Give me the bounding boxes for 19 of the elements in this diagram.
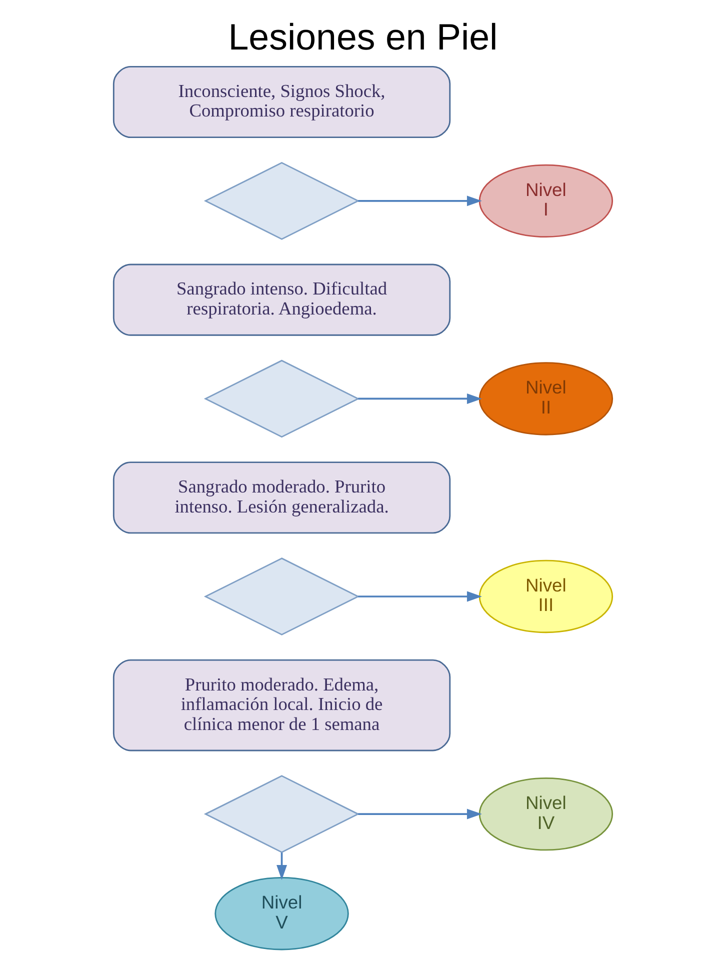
diagram-title: Lesiones en Piel	[228, 16, 498, 58]
node-box: Sangrado moderado. Prurito intenso. Lesión generalizada.	[112, 462, 451, 534]
node-ellipse: Nivel II	[478, 362, 614, 436]
arrow	[358, 591, 482, 602]
arrow	[358, 393, 482, 404]
node-box: Inconsciente, Signos Shock, Compromiso respiratorio	[112, 66, 451, 138]
node-box: Prurito moderado. Edema, inflamación local. Inicio de clínica menor de 1 semana	[112, 659, 451, 752]
node-ellipse: Nivel IV	[478, 777, 614, 851]
arrow	[358, 808, 482, 820]
node-diamond	[204, 775, 360, 853]
node-ellipse: Nivel I	[478, 164, 614, 238]
node-box: Sangrado intenso. Dificultad respiratoria. Angioedema.	[112, 264, 451, 336]
node-ellipse: Nivel V	[214, 876, 349, 950]
node-diamond	[204, 162, 360, 240]
node-diamond	[204, 558, 360, 636]
node-diamond	[204, 360, 360, 438]
arrow	[276, 852, 288, 880]
arrow	[358, 196, 482, 206]
node-ellipse: Nivel III	[478, 560, 614, 634]
